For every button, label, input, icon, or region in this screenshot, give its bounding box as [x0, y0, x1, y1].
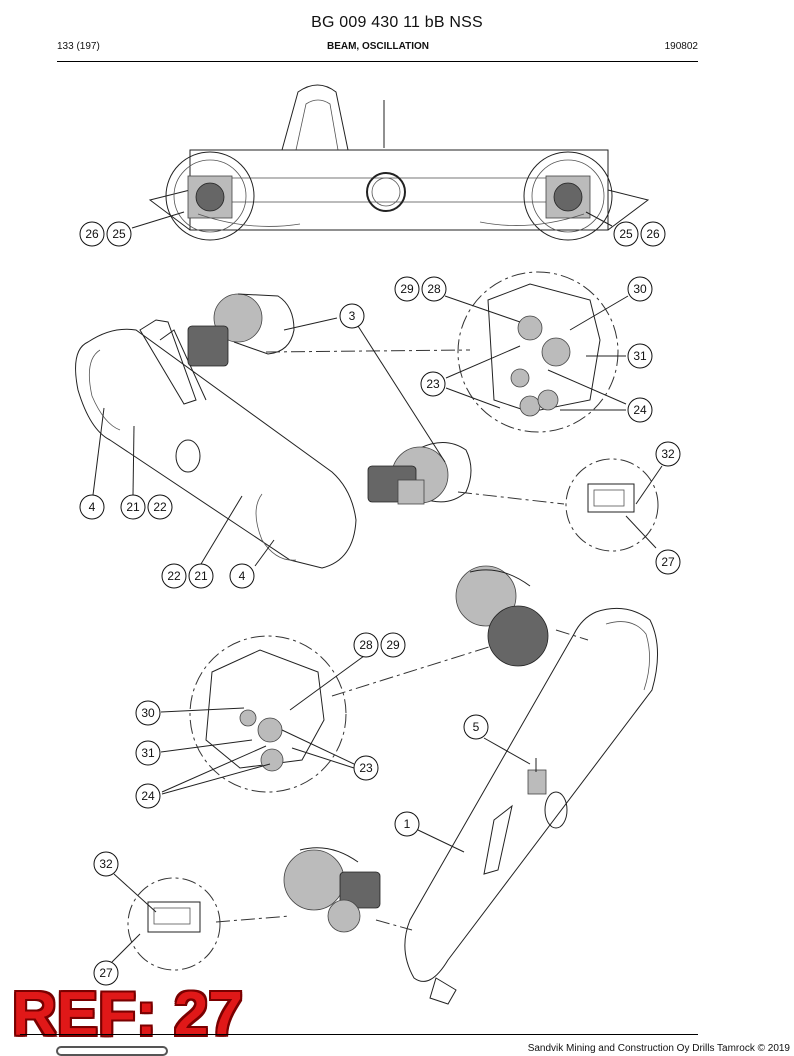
callout-28-lower: 28	[353, 632, 379, 658]
callout-32-upper: 32	[655, 441, 681, 467]
svg-text:21: 21	[194, 569, 208, 583]
callout-27-lower: 27	[93, 960, 119, 986]
svg-text:22: 22	[167, 569, 181, 583]
motor-lower-right	[455, 565, 549, 667]
section-title: BEAM, OSCILLATION	[326, 41, 430, 52]
svg-text:5: 5	[473, 720, 480, 734]
svg-text:30: 30	[141, 706, 155, 720]
dash-connectors	[215, 349, 589, 931]
callout-28-upper: 28	[421, 276, 447, 302]
detail-upper-right	[457, 271, 619, 433]
callout-24-upper: 24	[627, 397, 653, 423]
callout-24-lower: 24	[135, 783, 161, 809]
callout-26-top-right: 26	[640, 221, 666, 247]
svg-text:4: 4	[239, 569, 246, 583]
date-code: 190802	[664, 41, 698, 52]
footer-copyright: Sandvik Mining and Construction Oy Drill…	[527, 1043, 790, 1054]
svg-text:24: 24	[633, 403, 647, 417]
callout-30-lower: 30	[135, 700, 161, 726]
svg-text:1: 1	[404, 817, 411, 831]
detail-bottom-left	[127, 877, 221, 971]
callout-22-mid: 22	[161, 563, 187, 589]
svg-text:29: 29	[386, 638, 400, 652]
callout-31-upper: 31	[627, 343, 653, 369]
svg-text:26: 26	[85, 227, 99, 241]
callout-29-lower: 29	[380, 632, 406, 658]
svg-text:25: 25	[112, 227, 126, 241]
leader-lines	[92, 211, 663, 963]
callout-1: 1	[394, 811, 420, 837]
footer-divider	[20, 1034, 698, 1035]
svg-text:23: 23	[359, 761, 373, 775]
page-number: 133 (197)	[57, 41, 100, 52]
svg-text:31: 31	[141, 746, 155, 760]
callout-26-top-left: 26	[79, 221, 105, 247]
svg-text:28: 28	[427, 282, 441, 296]
callout-25-top-left: 25	[106, 221, 132, 247]
callout-21-mid: 21	[188, 563, 214, 589]
svg-text:31: 31	[633, 349, 647, 363]
beam-perspective-lower	[404, 607, 659, 1005]
beam-perspective-upper	[75, 293, 357, 569]
callout-23-upper: 23	[420, 371, 446, 397]
motor-exploded-middle	[367, 442, 472, 505]
svg-text:32: 32	[661, 447, 675, 461]
ref-stamp: REF: 27	[12, 980, 243, 1049]
svg-text:27: 27	[99, 966, 113, 980]
sandvik-logo-fragment	[56, 1046, 168, 1056]
svg-text:30: 30	[633, 282, 647, 296]
callout-21-left: 21	[120, 494, 146, 520]
svg-text:21: 21	[126, 500, 140, 514]
svg-text:23: 23	[426, 377, 440, 391]
callout-29-upper: 29	[394, 276, 420, 302]
callout-32-lower: 32	[93, 851, 119, 877]
callout-4-left: 4	[79, 494, 105, 520]
callout-3: 3	[339, 303, 365, 329]
callout-4-mid: 4	[229, 563, 255, 589]
svg-text:26: 26	[646, 227, 660, 241]
callout-22-left: 22	[147, 494, 173, 520]
header-divider	[57, 61, 698, 62]
callout-30-upper: 30	[627, 276, 653, 302]
callout-23-lower: 23	[353, 755, 379, 781]
callout-5: 5	[463, 714, 489, 740]
callout-27-upper: 27	[655, 549, 681, 575]
svg-text:27: 27	[661, 555, 675, 569]
motor-bottom	[283, 847, 381, 933]
svg-text:29: 29	[400, 282, 414, 296]
callout-25-top-right: 25	[613, 221, 639, 247]
svg-text:24: 24	[141, 789, 155, 803]
detail-right-small	[565, 458, 659, 552]
detail-lower-left	[189, 635, 347, 793]
document-title: BG 009 430 11 bB NSS	[311, 14, 483, 31]
callout-31-lower: 31	[135, 740, 161, 766]
svg-text:3: 3	[349, 309, 356, 323]
svg-text:32: 32	[99, 857, 113, 871]
svg-text:25: 25	[619, 227, 633, 241]
svg-text:28: 28	[359, 638, 373, 652]
svg-text:4: 4	[89, 500, 96, 514]
svg-text:22: 22	[153, 500, 167, 514]
beam-top-view	[148, 84, 650, 241]
